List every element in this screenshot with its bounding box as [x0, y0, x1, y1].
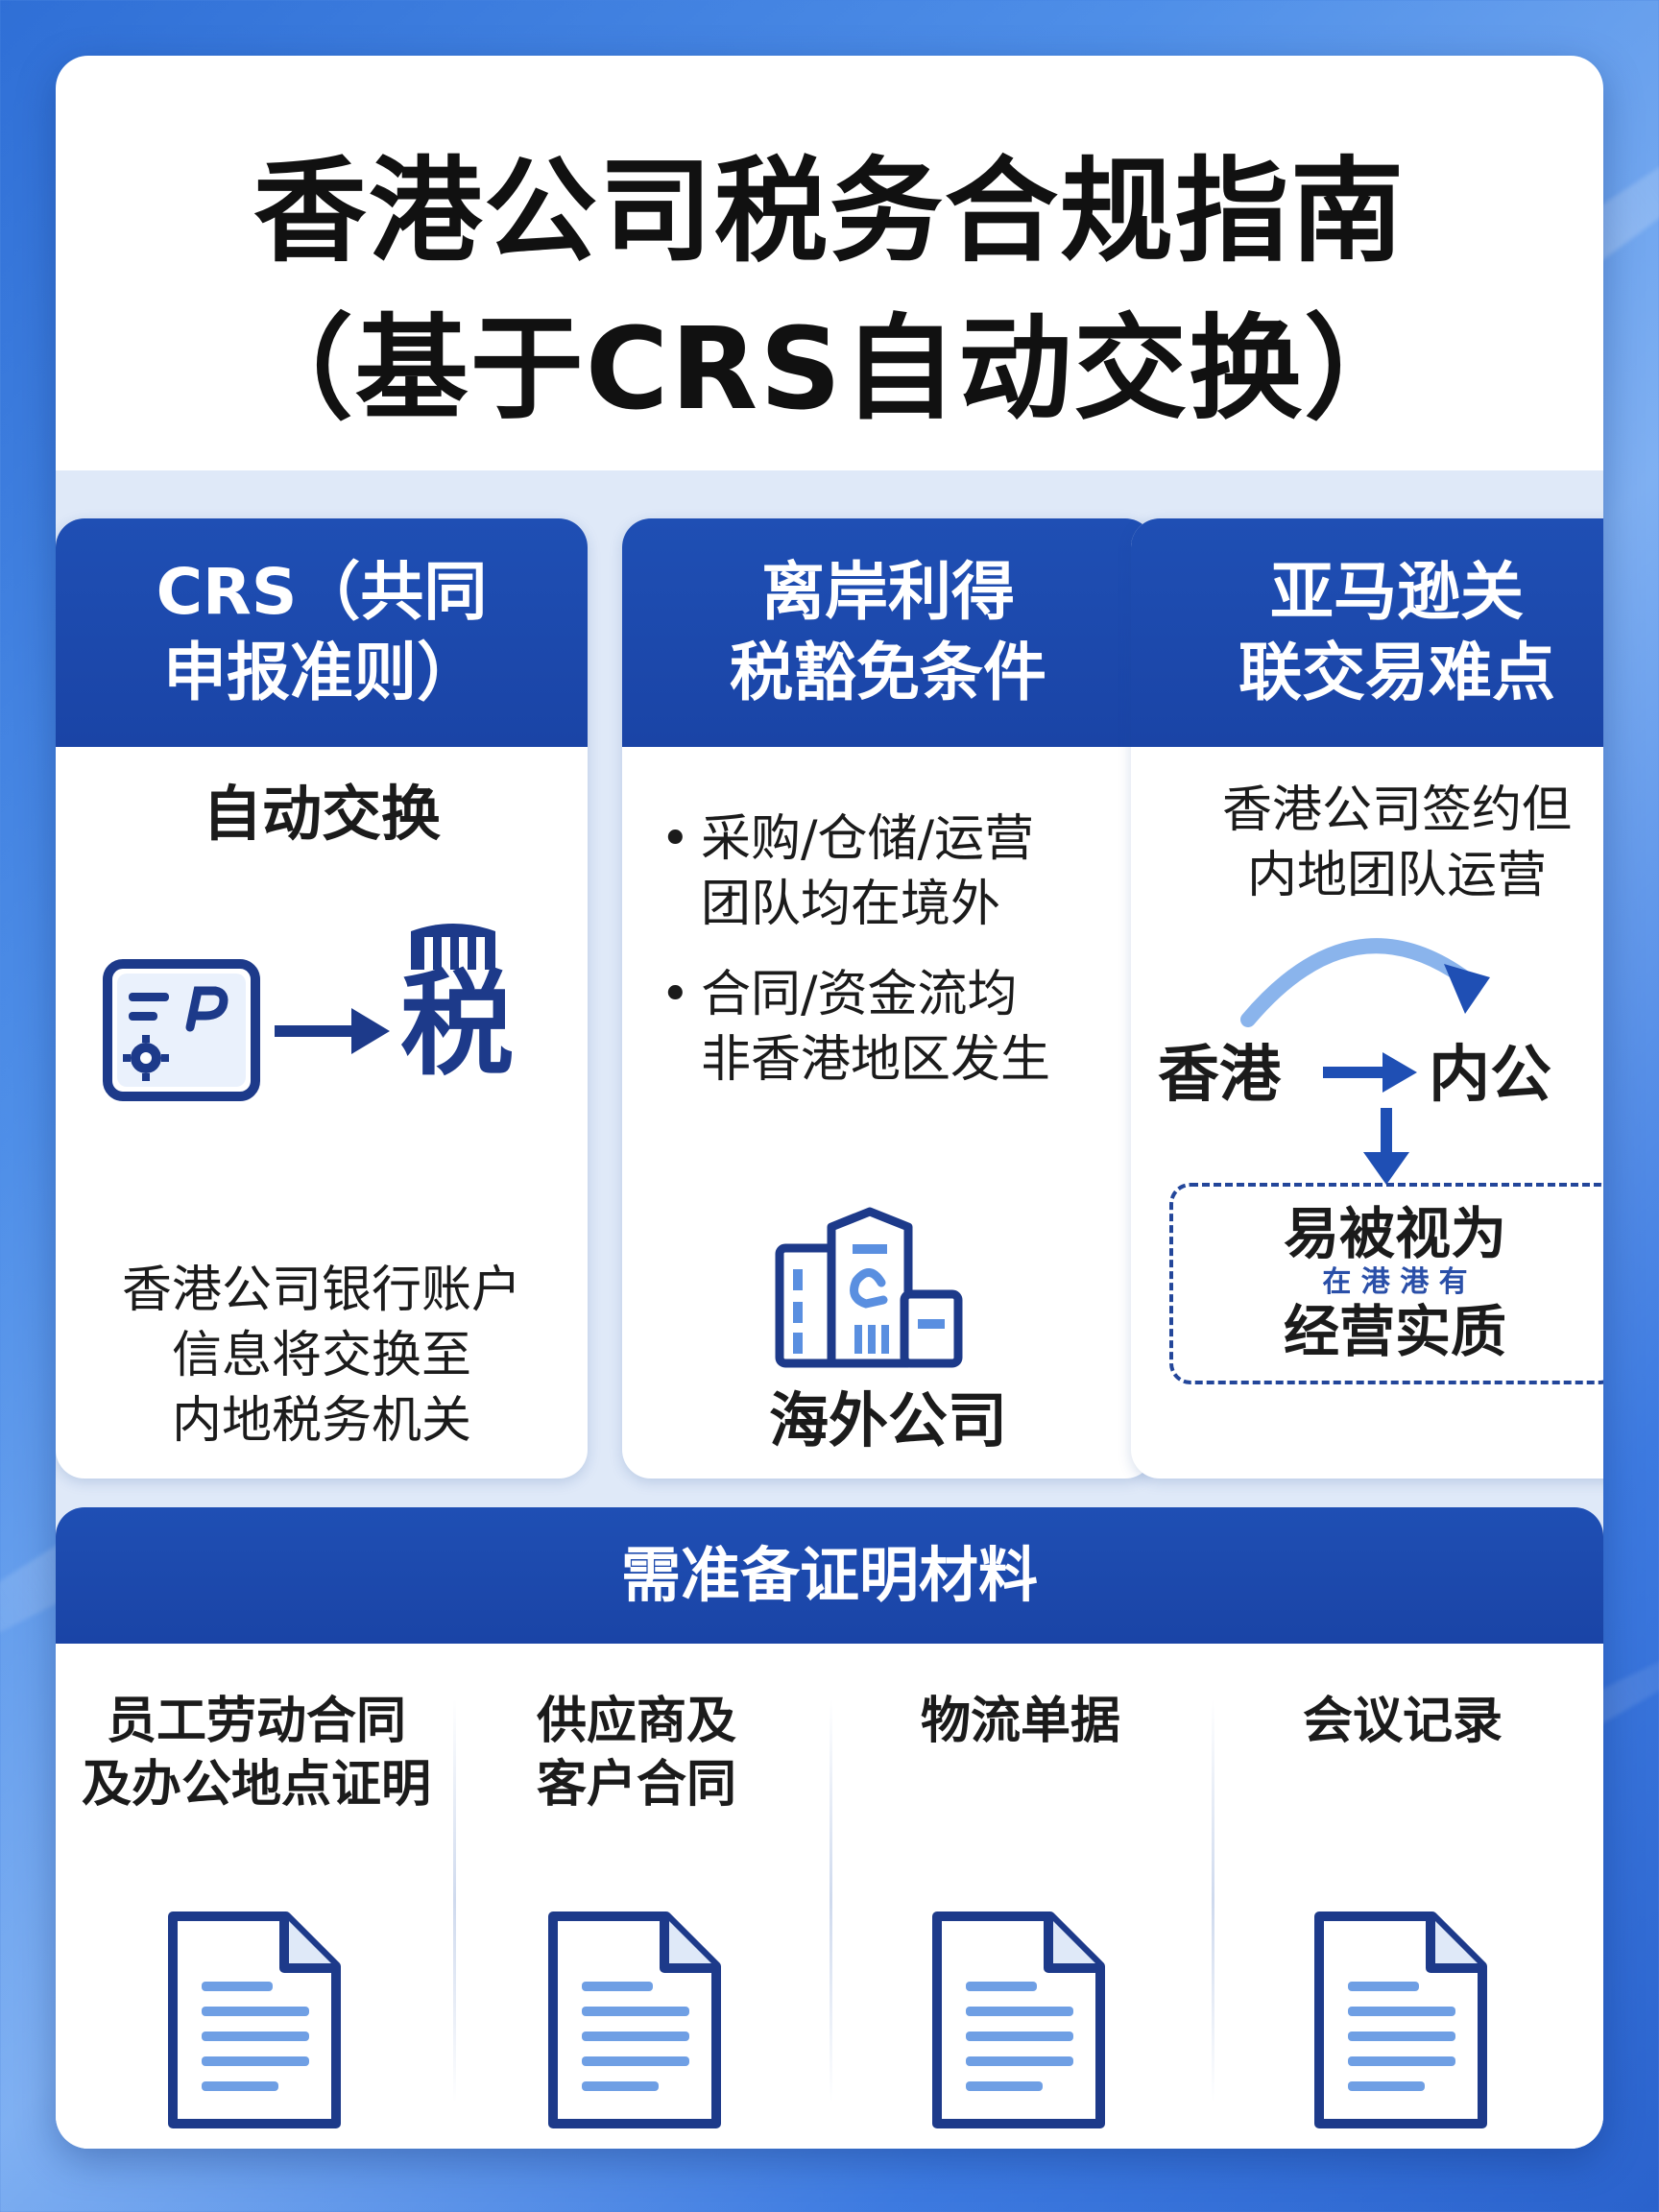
tax-building-icon: [411, 924, 495, 970]
amazon-header-line-2: 联交易难点: [1238, 636, 1555, 709]
title-line-1: 香港公司税务合规指南: [252, 145, 1406, 277]
crs-desc-line-3: 内地税务机关: [171, 1392, 471, 1450]
box-line-1: 易被视为: [1283, 1201, 1506, 1266]
bullet-dot: •: [661, 810, 690, 868]
title-line-2: （基于CRS自动交换）: [239, 302, 1420, 435]
box-small-text: 在 港 港 有: [1322, 1265, 1468, 1299]
document-icon: [1314, 1911, 1487, 2128]
material-1-line-2: 及办公地点证明: [81, 1756, 431, 1814]
bullet-1-line-2: 团队均在境外: [701, 876, 1001, 933]
materials-section: 需准备证明材料 员工劳动合同 及办公地点证明 供应商及 客户合同 物流单据: [56, 1507, 1603, 2149]
offshore-column-header: 离岸利得 税豁免条件: [622, 518, 1154, 747]
overseas-company-label: 海外公司: [768, 1385, 1007, 1455]
offshore-header-line-2: 税豁免条件: [730, 636, 1046, 709]
page-title: 香港公司税务合规指南 （基于CRS自动交换）: [56, 132, 1603, 447]
substance-warning-box: 易被视为 在 港 港 有 经营实质: [1169, 1183, 1603, 1384]
crs-header-line-2: 申报准则）: [163, 636, 480, 709]
material-item-meetings: 会议记录: [1210, 1690, 1596, 2141]
settings-document-icon: [103, 959, 260, 1101]
bullet-2-line-2: 非香港地区发生: [701, 1031, 1051, 1089]
curved-arrow-icon: [1240, 938, 1490, 1027]
arrow-right-icon: [275, 1008, 390, 1054]
document-icon: [548, 1911, 721, 2128]
material-item-employment: 员工劳动合同 及办公地点证明: [63, 1690, 449, 2141]
material-2-line-2: 客户合同: [536, 1756, 736, 1814]
materials-divider: [830, 1699, 832, 2103]
crs-description: 香港公司银行账户 信息将交换至 内地税务机关: [56, 1258, 588, 1454]
building-icon: [775, 1207, 963, 1368]
box-line-2: 经营实质: [1283, 1299, 1506, 1364]
material-item-contracts: 供应商及 客户合同: [444, 1690, 830, 2141]
amazon-column: 亚马逊关 联交易难点 香港公司签约但 内地团队运营 香港 内公 易被视为 在 港…: [1131, 518, 1603, 1479]
tax-glyph: 税: [399, 958, 514, 1091]
arrow-down-icon: [1363, 1108, 1409, 1185]
crs-column-header: CRS（共同 申报准则）: [56, 518, 588, 747]
material-1-line-1: 员工劳动合同: [106, 1693, 406, 1750]
offshore-column: 离岸利得 税豁免条件 • 采购/仓储/运营 团队均在境外 • 合同/资金流均 非…: [622, 518, 1154, 1479]
amazon-desc-line-2: 内地团队运营: [1246, 847, 1547, 904]
materials-divider: [1212, 1699, 1214, 2103]
crs-desc-line-1: 香港公司银行账户: [121, 1262, 521, 1319]
document-icon: [932, 1911, 1105, 2128]
crs-desc-line-2: 信息将交换至: [171, 1327, 471, 1384]
offshore-bullet-2: • 合同/资金流均 非香港地区发生: [661, 962, 1141, 1093]
arrow-right-icon: [1323, 1052, 1417, 1093]
guide-card: 香港公司税务合规指南 （基于CRS自动交换） CRS（共同 申报准则） 自动交换: [56, 56, 1603, 2149]
bullet-1-line-1: 采购/仓储/运营: [701, 810, 1035, 868]
materials-heading: 需准备证明材料: [56, 1507, 1603, 1644]
amazon-desc-line-1: 香港公司签约但: [1221, 781, 1572, 839]
flow-from-label: 香港: [1158, 1040, 1281, 1111]
material-3-line-1: 物流单据: [920, 1693, 1120, 1750]
amazon-description: 香港公司签约但 内地团队运营: [1131, 778, 1603, 908]
crs-column: CRS（共同 申报准则） 自动交换: [56, 518, 588, 1479]
bullet-2-line-1: 合同/资金流均: [701, 966, 1018, 1023]
materials-divider: [453, 1699, 456, 2103]
crs-header-line-1: CRS（共同: [156, 555, 488, 629]
document-icon: [168, 1911, 341, 2128]
amazon-column-header: 亚马逊关 联交易难点: [1131, 518, 1603, 747]
amazon-header-line-1: 亚马逊关: [1270, 555, 1524, 629]
material-2-line-1: 供应商及: [536, 1693, 736, 1750]
offshore-header-line-1: 离岸利得: [761, 555, 1015, 629]
material-4-line-1: 会议记录: [1302, 1693, 1503, 1750]
material-item-logistics: 物流单据: [828, 1690, 1214, 2141]
bullet-dot: •: [661, 966, 690, 1023]
crs-subtitle: 自动交换: [202, 779, 441, 849]
flow-to-label: 内公: [1429, 1040, 1551, 1111]
offshore-bullet-1: • 采购/仓储/运营 团队均在境外: [661, 806, 1141, 937]
